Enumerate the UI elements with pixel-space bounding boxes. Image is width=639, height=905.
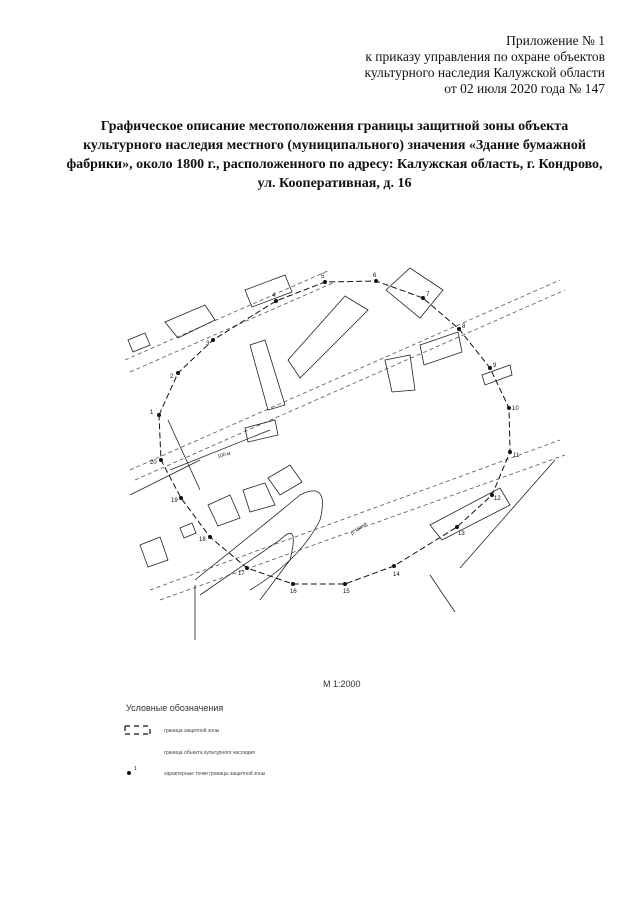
appendix-line: от 02 июля 2020 года № 147 [444, 81, 605, 96]
point-label: 17 [238, 571, 245, 577]
river-banks [194, 490, 323, 640]
appendix-header: Приложение № 1 к приказу управления по о… [364, 33, 605, 97]
point-icon-marker: 1 [134, 766, 137, 772]
legend-title: Условные обозначения [126, 703, 224, 713]
river-label: р. Шаня [350, 521, 369, 537]
point-label: 1 [150, 410, 154, 416]
fence-lines [129, 419, 556, 613]
point-label: 7 [426, 292, 430, 298]
legend-item-zone-boundary: граница защитной зоны [164, 728, 220, 734]
point-label: 18 [199, 537, 206, 543]
document-title: Графическое описание местоположения гран… [66, 119, 603, 191]
point-label: 8 [462, 324, 466, 330]
point-label: 9 [493, 363, 497, 369]
point-label: 16 [290, 589, 297, 595]
point-label: 20 [150, 460, 157, 466]
point-label: 10 [512, 406, 519, 412]
point-label: 14 [393, 572, 400, 578]
point-label: 2 [170, 374, 174, 380]
point-label: 13 [458, 531, 465, 537]
protective-zone-boundary [158, 280, 511, 585]
appendix-line: к приказу управления по охране объектов [365, 49, 605, 64]
roads [124, 269, 566, 601]
buildings [127, 267, 513, 568]
point-label: 11 [513, 453, 520, 459]
point-label: 4 [272, 293, 276, 299]
point-label: 15 [343, 589, 350, 595]
point-label: 19 [171, 498, 178, 504]
point-label: 6 [373, 273, 377, 279]
point-label: 12 [494, 496, 501, 502]
dashed-boundary-icon [124, 725, 151, 735]
boundary-points: 1 2 3 4 5 6 7 8 9 10 11 12 13 14 15 16 1… [150, 273, 520, 595]
point-label: 3 [206, 341, 210, 347]
legend-item-points: характерные точки границы защитной зоны [164, 771, 266, 777]
appendix-line: Приложение № 1 [506, 33, 605, 48]
legend-item-object-boundary: граница объекта культурного наследия [164, 750, 255, 756]
distance-label: 100 м [217, 451, 232, 460]
map-scale: М 1:2000 [323, 679, 361, 689]
point-label: 5 [321, 274, 325, 280]
point-icon [127, 771, 131, 775]
appendix-line: культурного наследия Калужской области [364, 65, 605, 80]
